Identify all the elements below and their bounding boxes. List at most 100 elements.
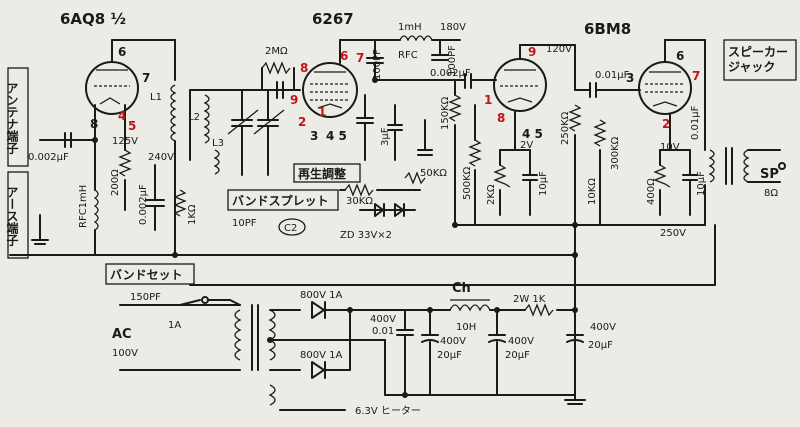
label-c10pf: 10PF (232, 218, 257, 229)
tube-label-6aq8: 6AQ8 ½ (60, 10, 126, 28)
label-c002b: 0.002μF (138, 184, 149, 225)
label-v180: 180V (440, 22, 466, 33)
label-sp: SP (760, 167, 779, 182)
label-c001: 0.01μF (595, 70, 630, 81)
label-r150k: 150KΩ (440, 96, 451, 130)
tube-6bm8-triode (493, 58, 547, 112)
label-r30k: 30KΩ (346, 196, 373, 207)
label-zd: ZD 33V×2 (340, 230, 392, 241)
label-c20b: 20μF (505, 350, 530, 361)
label-rfc: RFC (398, 50, 418, 61)
junctions (92, 77, 578, 398)
label-d2: 800V 1A (300, 350, 342, 361)
tube-label-6bm8: 6BM8 (584, 20, 631, 38)
label-r2m: 2MΩ (265, 46, 288, 57)
pin-6aq8-4: 4 (118, 109, 126, 123)
label-heater: 6.3V ヒーター (355, 405, 421, 417)
label-r300k: 300KΩ (610, 136, 621, 170)
label-r2k: 2KΩ (486, 184, 497, 205)
label-d1: 800V 1A (300, 290, 342, 301)
label-v240: 240V (148, 152, 174, 163)
label-l3: L3 (212, 138, 224, 149)
label-r2w1k: 2W 1K (513, 294, 546, 305)
label-ac100: 100V (112, 348, 138, 359)
pin-6aq8-6: 6 (118, 45, 126, 59)
label-c002a: 0.002μF (28, 152, 69, 163)
pin-6bm8-8: 8 (497, 111, 505, 125)
pin-6267-1: 1 (318, 105, 326, 119)
label-c10uf2: 10μF (696, 171, 707, 196)
box-band-spread-text: バンドスプレット (232, 193, 329, 208)
pin-6aq8-8: 8 (90, 117, 98, 131)
pin-6267-45: 4 5 (326, 129, 347, 143)
pin-6bm8-2: 2 (662, 117, 670, 131)
label-c400v: 400V (370, 314, 396, 325)
label-c20a-v: 400V (440, 336, 466, 347)
label-r250k: 250KΩ (560, 111, 571, 145)
label-c20c-v: 400V (590, 322, 616, 333)
label-l1: L1 (150, 92, 162, 103)
box-antenna-text: アンテナ端子 (5, 82, 19, 155)
pin-6bm8-6: 6 (676, 49, 684, 63)
pin-6bm8-9: 9 (528, 45, 536, 59)
label-v120: 120V (546, 44, 572, 55)
label-c10uf: 10μF (538, 171, 549, 196)
tube-6aq8 (85, 39, 139, 115)
tube-6267 (302, 62, 358, 118)
box-earth-text: アース端子 (5, 186, 19, 247)
label-c150pf: 150PF (130, 292, 161, 303)
label-v10: 10V (660, 142, 680, 153)
label-r10k: 10KΩ (587, 178, 598, 205)
label-10h: 10H (456, 322, 476, 333)
box-regen-text: 再生調整 (298, 166, 346, 181)
label-fuse: 1A (168, 320, 181, 331)
label-c2: C2 (284, 223, 297, 234)
label-r400: 400Ω (646, 178, 657, 205)
label-r50k: 50KΩ (420, 168, 447, 179)
box-speaker-jack: スピーカージャック (723, 39, 797, 81)
tube-label-6267: 6267 (312, 10, 354, 28)
box-speaker-text: スピーカージャック (728, 45, 788, 74)
pin-6aq8-7: 7 (142, 71, 150, 85)
pin-6bm8-7: 7 (692, 69, 700, 83)
pin-6267-2: 2 (298, 115, 306, 129)
label-c20b-v: 400V (508, 336, 534, 347)
component-labels: RFC1mH 200Ω 0.002μF 125V L1 L2 L3 240V 0… (28, 22, 779, 417)
label-l2: L2 (188, 112, 200, 123)
label-c001p: 0.01 (372, 326, 394, 337)
pin-6aq8-5: 5 (128, 119, 136, 133)
label-rfc1mh: RFC1mH (78, 185, 89, 228)
pin-6267-8: 8 (300, 61, 308, 75)
label-r500k: 500KΩ (462, 166, 473, 200)
box-band-spread: バンドスプレット (227, 189, 339, 211)
label-ch: Ch (452, 281, 471, 296)
box-band-set: バンドセット (105, 263, 195, 285)
label-c20c: 20μF (588, 340, 613, 351)
label-c100pf2: 100PF (447, 45, 458, 76)
wiring (9, 35, 786, 411)
label-r200: 200Ω (110, 169, 121, 196)
label-8ohm: 8Ω (764, 188, 778, 199)
label-c001b: 0.01μF (690, 105, 701, 140)
tube-6bm8-pentode (638, 61, 692, 115)
label-1mh: 1mH (398, 22, 422, 33)
pin-6bm8-45: 4 5 (522, 127, 543, 141)
label-c20a: 20μF (437, 350, 462, 361)
pin-6267-3: 3 (310, 129, 318, 143)
pin-6bm8-1: 1 (484, 93, 492, 107)
label-c002c: 0.002μF (430, 68, 471, 79)
box-band-set-text: バンドセット (110, 268, 183, 282)
label-c3uf: 3μF (380, 127, 391, 146)
label-v250: 250V (660, 228, 686, 239)
pin-6bm8-3: 3 (626, 71, 634, 85)
box-regen: 再生調整 (293, 163, 361, 183)
box-antenna: アンテナ端子 (5, 67, 29, 167)
label-ac: AC (112, 327, 132, 342)
pin-numbers: 6 7 8 4 5 8 9 6 7 2 1 3 4 5 9 1 8 4 5 6 … (90, 45, 700, 143)
label-r1k: 1KΩ (187, 204, 198, 225)
label-v125: 125V (112, 136, 138, 147)
pin-6267-6: 6 (340, 49, 348, 63)
box-earth: アース端子 (5, 171, 29, 259)
